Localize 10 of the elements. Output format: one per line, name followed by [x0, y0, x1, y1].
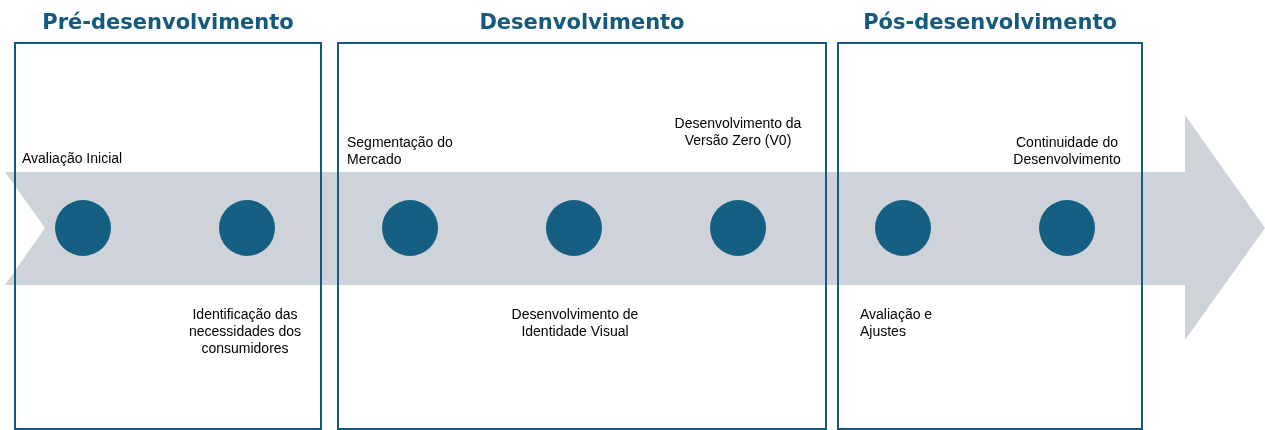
milestone-label: Avaliação e Ajustes [860, 306, 934, 340]
milestone-label: Desenvolvimento de Identidade Visual [510, 306, 640, 340]
milestone-label: Segmentação do Mercado [347, 134, 454, 168]
phase-heading: Pós-desenvolvimento [862, 10, 1118, 34]
milestone-label: Continuidade do Desenvolvimento [1012, 134, 1122, 168]
milestone-label: Identificação das necessidades dos consumidores [187, 306, 303, 357]
phase-heading: Pré-desenvolvimento [41, 10, 295, 34]
phase-heading: Desenvolvimento [478, 10, 686, 34]
milestone-label: Avaliação Inicial [22, 150, 124, 167]
milestone-label: Desenvolvimento da Versão Zero (V0) [673, 115, 803, 149]
